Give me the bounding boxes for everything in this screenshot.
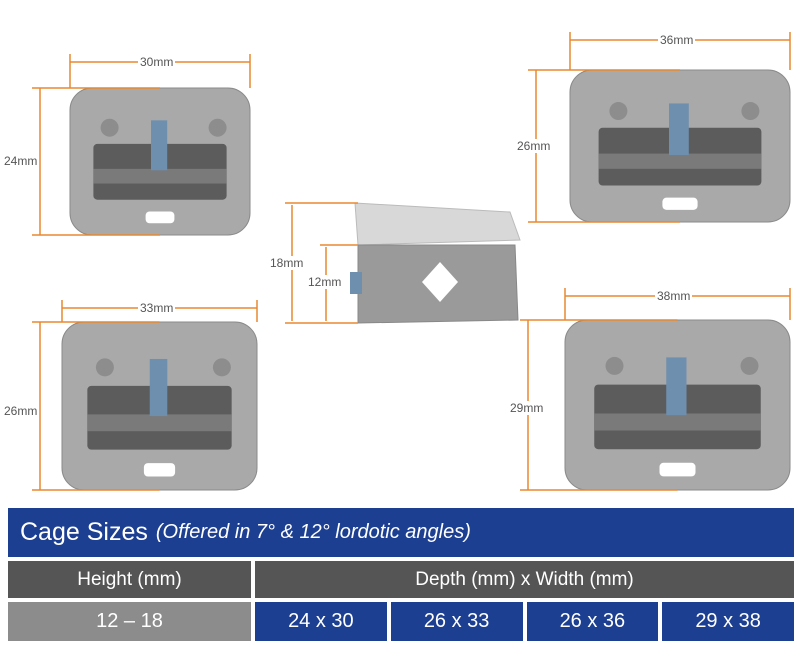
cage-rail bbox=[594, 413, 761, 431]
cage-rail bbox=[87, 414, 232, 432]
cage-post bbox=[100, 118, 119, 137]
cage-slot bbox=[143, 463, 176, 477]
cage-post bbox=[208, 118, 227, 137]
size-cell: 24 x 30 bbox=[255, 602, 387, 641]
cage-33mm bbox=[61, 321, 258, 491]
cage-post bbox=[741, 102, 760, 121]
size-cell: 26 x 36 bbox=[526, 602, 659, 641]
screw-icon bbox=[151, 120, 168, 171]
cage-33-height-label: 26mm bbox=[2, 404, 40, 418]
table-title-bar: Cage Sizes (Offered in 7° & 12° lordotic… bbox=[8, 508, 794, 557]
size-cell: 29 x 38 bbox=[662, 602, 794, 641]
cage-post bbox=[95, 358, 114, 377]
screw-icon bbox=[350, 272, 362, 294]
table-data-row: 12 – 18 24 x 30 26 x 33 26 x 36 29 x 38 bbox=[8, 602, 794, 641]
side-height-18-label: 18mm bbox=[268, 256, 306, 270]
screw-icon bbox=[149, 358, 168, 417]
cage-slot bbox=[145, 211, 175, 224]
cage-30mm bbox=[69, 87, 251, 236]
header-height: Height (mm) bbox=[8, 561, 251, 598]
cage-36mm bbox=[569, 69, 791, 223]
cage-side-view bbox=[350, 202, 521, 324]
cage-38mm bbox=[564, 319, 791, 491]
cage-36-width-label: 36mm bbox=[658, 33, 696, 47]
table-subtitle: (Offered in 7° & 12° lordotic angles) bbox=[155, 521, 471, 543]
cage-38-height-label: 29mm bbox=[508, 401, 546, 415]
cage-slot bbox=[659, 462, 696, 477]
side-window bbox=[422, 262, 458, 302]
table-title: Cage Sizes bbox=[20, 518, 148, 546]
cage-illustrations bbox=[32, 32, 791, 491]
cage-post bbox=[212, 358, 231, 377]
cage-30-height-label: 24mm bbox=[2, 154, 40, 168]
cage-33-width-label: 33mm bbox=[138, 301, 176, 315]
side-height-12-label: 12mm bbox=[306, 275, 344, 289]
side-upper bbox=[354, 202, 521, 246]
cage-30-width-label: 30mm bbox=[138, 55, 176, 69]
table-header-row: Height (mm) Depth (mm) x Width (mm) bbox=[8, 561, 794, 598]
cage-36-height-label: 26mm bbox=[515, 139, 553, 153]
cage-slot bbox=[662, 197, 698, 210]
height-range-cell: 12 – 18 bbox=[8, 602, 251, 641]
cage-post bbox=[605, 356, 624, 375]
cage-rail bbox=[93, 168, 227, 184]
cage-post bbox=[740, 356, 759, 375]
header-depth-width: Depth (mm) x Width (mm) bbox=[255, 561, 794, 598]
screw-icon bbox=[666, 357, 687, 416]
cage-rail bbox=[598, 153, 762, 169]
size-cell: 26 x 33 bbox=[390, 602, 523, 641]
cage-post bbox=[609, 102, 628, 121]
cage-38-width-label: 38mm bbox=[655, 289, 693, 303]
screw-icon bbox=[669, 103, 689, 156]
